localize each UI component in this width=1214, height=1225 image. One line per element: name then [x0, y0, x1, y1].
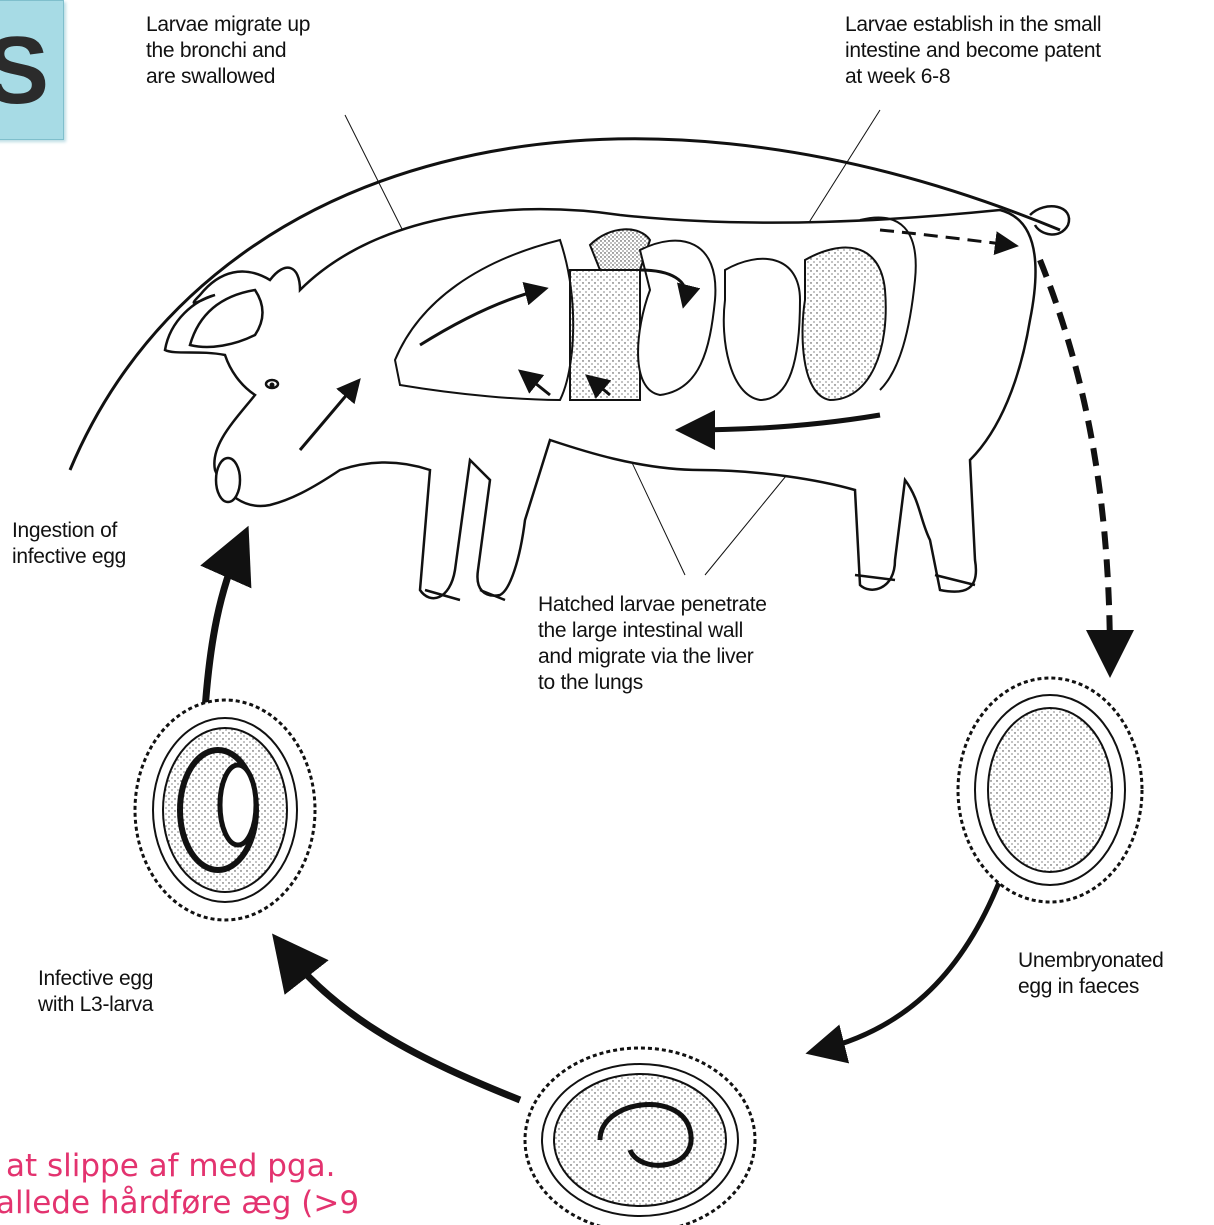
label-hatched: Hatched larvae penetrate the large intes… [538, 592, 767, 696]
label-ingestion: Ingestion of infective egg [12, 518, 126, 570]
faeces-arrow [1040, 260, 1110, 660]
danish-note: at slippe af med pga. allede hårdføre æg… [6, 1148, 359, 1222]
infective-arrow [285, 950, 520, 1100]
label-bronchi: Larvae migrate up the bronchi and are sw… [146, 12, 310, 90]
develop-arrow [820, 880, 1000, 1050]
unembryonated-egg [958, 678, 1142, 902]
infective-egg [135, 700, 315, 920]
label-intestine: Larvae establish in the small intestine … [845, 12, 1101, 90]
ingestion-arrow [205, 545, 240, 710]
label-infective: Infective egg with L3-larva [38, 966, 153, 1018]
label-unembryonated: Unembryonated egg in faeces [1018, 948, 1164, 1000]
developing-egg [525, 1048, 755, 1225]
